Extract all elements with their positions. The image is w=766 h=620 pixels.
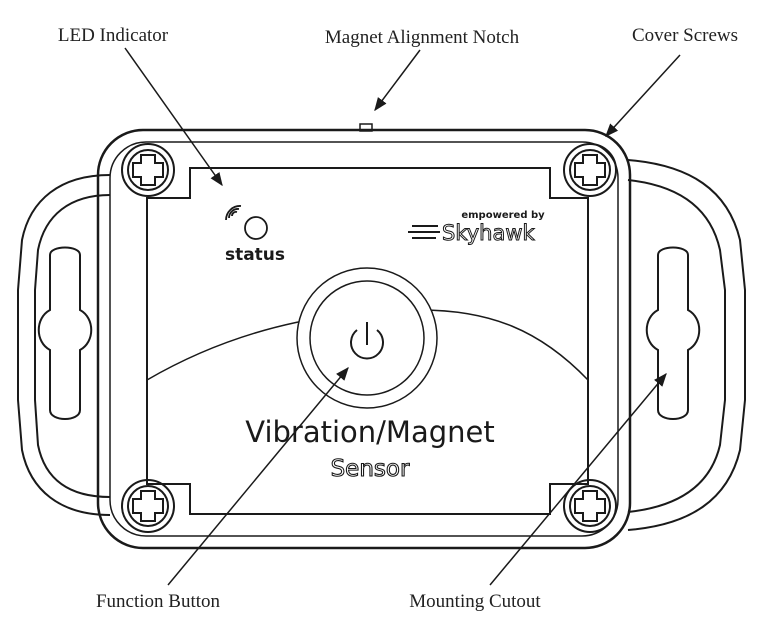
magnet-alignment-notch	[359, 123, 373, 132]
brand-logo: empowered by Skyhawk	[408, 210, 545, 246]
magnet-alignment-notch-label: Magnet Alignment Notch	[325, 27, 520, 48]
screw-icon	[563, 479, 617, 533]
led-indicator-label: LED Indicator	[58, 25, 169, 46]
power-icon	[350, 322, 384, 360]
mounting-cutout-label: Mounting Cutout	[409, 591, 541, 612]
screw-icon	[121, 143, 175, 197]
status-label: status	[225, 245, 285, 265]
skyhawk-wing-icon	[408, 225, 440, 239]
sensor-housing	[96, 123, 632, 550]
brand-tagline: empowered by	[461, 210, 545, 221]
mounting-cutout-left	[37, 246, 93, 420]
cover-screws-label: Cover Screws	[632, 25, 738, 46]
mounting-cutout-right	[645, 246, 701, 420]
callout-leaders	[124, 47, 681, 586]
product-name-line1: Vibration/Magnet	[245, 415, 494, 449]
function-button-label: Function Button	[96, 591, 221, 612]
brand-name: Skyhawk	[442, 221, 536, 245]
screw-icon	[563, 143, 617, 197]
wifi-signal-icon	[225, 205, 242, 221]
left-mounting-tab	[17, 174, 111, 516]
product-name-line2: Sensor	[331, 456, 410, 482]
right-mounting-tab	[627, 159, 746, 531]
cover-screws	[121, 143, 617, 533]
led-indicator	[225, 205, 268, 240]
screw-icon	[121, 479, 175, 533]
led-light	[244, 216, 268, 240]
